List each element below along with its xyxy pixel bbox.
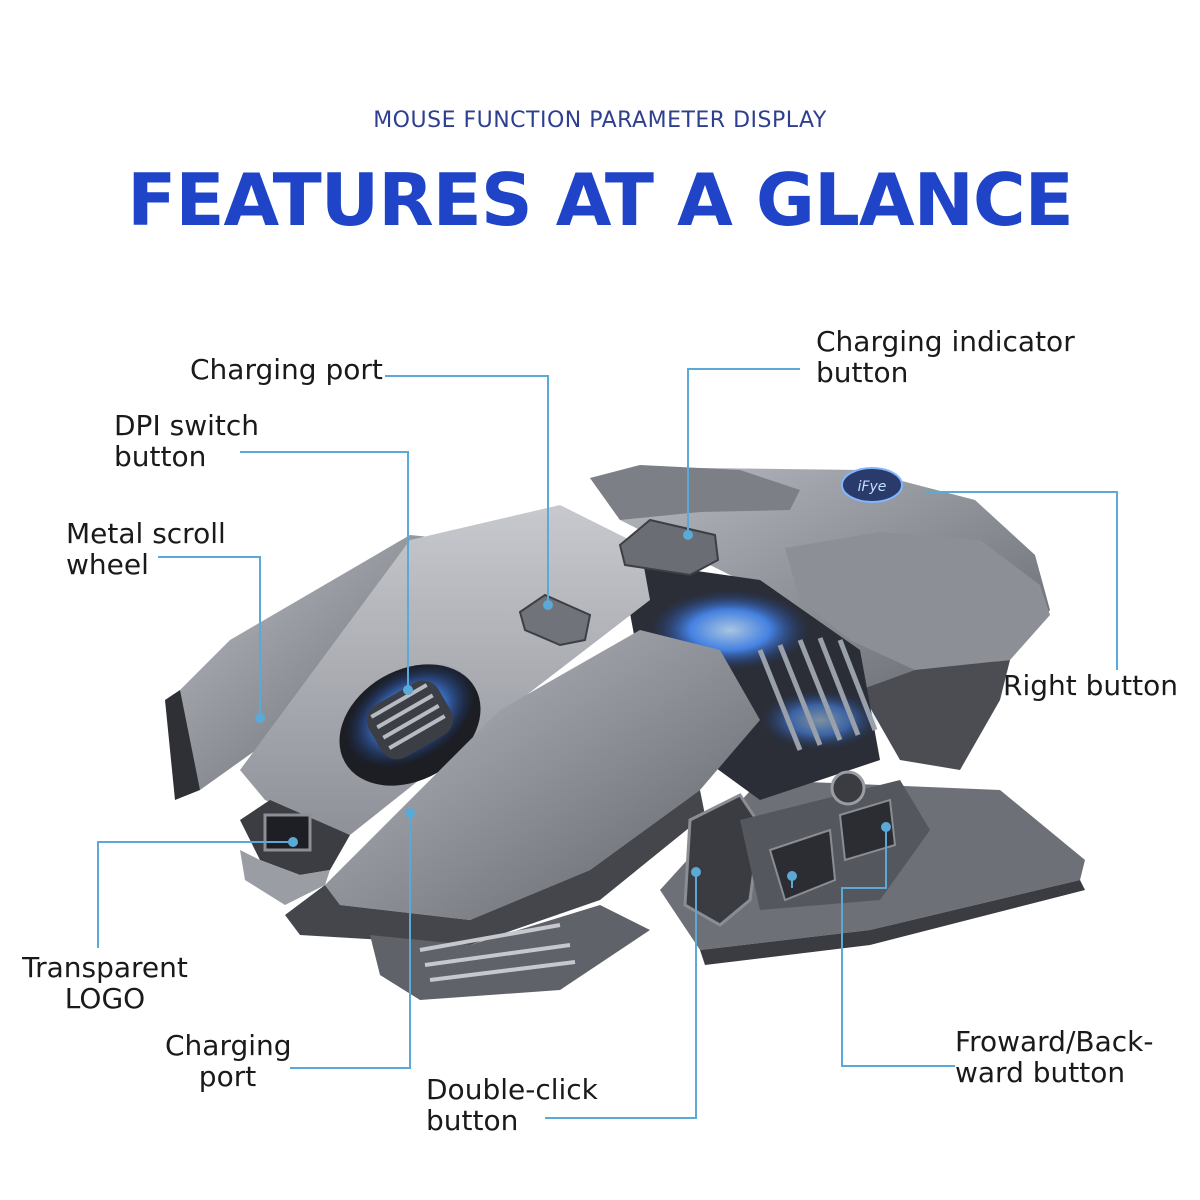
leader-dots — [255, 530, 891, 881]
diagram-title: FEATURES AT A GLANCE — [127, 158, 1074, 242]
leader-right-button — [925, 491, 1118, 670]
callout-line: button — [426, 1104, 519, 1137]
leader-charging-indicator — [687, 368, 800, 535]
charging-indicator-button[interactable] — [618, 518, 720, 577]
callout-line: port — [198, 1060, 257, 1093]
top-ridge — [590, 465, 800, 520]
dpi-switch-button[interactable] — [518, 593, 592, 647]
leader-double-click — [545, 872, 697, 1119]
callout-line: Right button — [1003, 669, 1178, 702]
left-click-edge — [285, 790, 705, 945]
left-wing-underside — [165, 690, 200, 800]
logo-badge-text: iFye — [858, 479, 887, 495]
transparent-logo-window — [263, 813, 312, 852]
leader-transparent-logo — [97, 841, 293, 948]
logo-badge — [841, 467, 903, 503]
callout-line: Froward/Back- — [955, 1025, 1154, 1058]
callout-line: Charging — [165, 1029, 292, 1062]
forward-button[interactable] — [838, 798, 897, 862]
callout-transparent-logo: Transparent LOGO — [20, 952, 190, 1014]
callout-line: LOGO — [64, 982, 146, 1015]
back-button[interactable] — [768, 828, 837, 902]
internal-glow-right — [760, 690, 880, 750]
callout-line: Charging port — [190, 353, 383, 386]
callout-charging-indicator: Charging indicator button — [816, 326, 1075, 388]
leader-forward-back — [841, 827, 955, 1067]
right-button-shell — [785, 532, 1050, 670]
callout-line: Double-click — [426, 1073, 598, 1106]
side-screw — [830, 770, 866, 806]
left-front-bumper — [240, 850, 330, 905]
leader-charging-port-bottom — [290, 815, 411, 1069]
callout-line: button — [114, 440, 207, 473]
callout-right-button: Right button — [1003, 670, 1178, 701]
callout-metal-scroll-wheel: Metal scroll wheel — [66, 518, 226, 580]
mouse-illustration: iFye — [165, 465, 1085, 1000]
callout-line: Transparent — [22, 951, 188, 984]
leader-lines — [97, 368, 1118, 1119]
callout-dpi-switch: DPI switch button — [114, 410, 259, 472]
callout-charging-port-bottom: Charging port — [165, 1029, 292, 1093]
callout-line: button — [816, 356, 909, 389]
callout-line: Charging indicator — [816, 325, 1075, 358]
callout-charging-port-top: Charging port — [190, 354, 383, 385]
leader-charging-port-top — [385, 375, 549, 605]
scroll-wheel[interactable] — [360, 674, 459, 766]
callout-line: DPI switch — [114, 409, 259, 442]
right-shell-side — [860, 660, 1010, 770]
diagram-subtitle: MOUSE FUNCTION PARAMETER DISPLAY — [373, 108, 827, 133]
leader-metal-scroll — [158, 556, 261, 720]
callout-line: wheel — [66, 548, 149, 581]
ribbed-fins — [757, 637, 878, 751]
front-grille-ribs — [419, 923, 576, 982]
callout-double-click: Double-click button — [426, 1074, 598, 1136]
leader-dpi-switch — [240, 451, 409, 690]
mouse-base-rear-edge — [700, 880, 1085, 965]
callout-line: Metal scroll — [66, 517, 226, 550]
double-click-button[interactable] — [683, 793, 762, 927]
callout-forward-back: Froward/Back- ward button — [955, 1026, 1153, 1088]
left-click-shell[interactable] — [325, 630, 760, 920]
callout-line: ward button — [955, 1056, 1126, 1089]
